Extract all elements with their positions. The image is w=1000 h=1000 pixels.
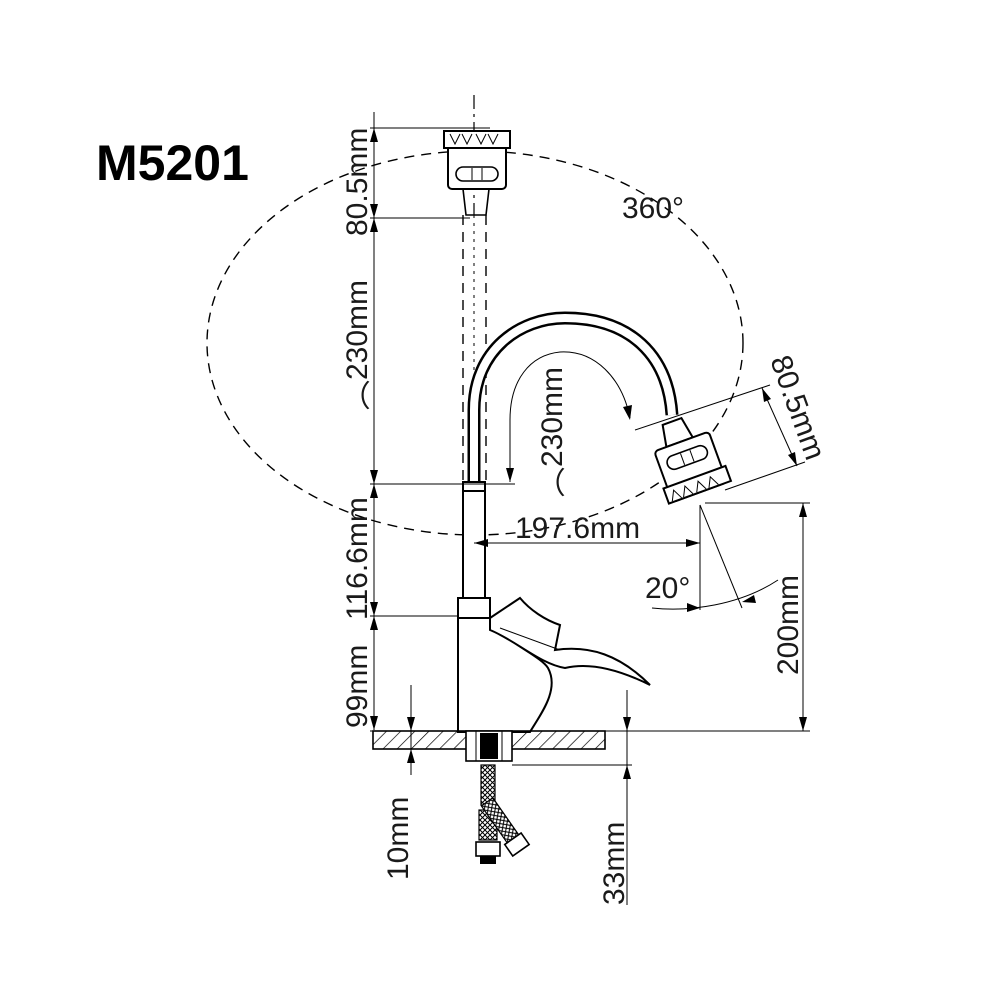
- dim-flex-length-vertical: ︵230mm: [341, 280, 374, 410]
- faucet-body: [457, 596, 651, 733]
- shank-length-dimension: [512, 690, 632, 905]
- flexible-hose: [467, 311, 679, 482]
- dim-body-height: 99mm: [341, 645, 374, 728]
- rotation-label: 360°: [622, 192, 684, 225]
- model-title: M5201: [96, 135, 249, 191]
- spout-height-dimension: [605, 502, 810, 732]
- dim-flex-length-curved: ︵230mm: [536, 367, 569, 497]
- upright-hose-phantom: [443, 130, 511, 485]
- curved-hose-dimension: [506, 351, 632, 482]
- supply-hoses: [475, 764, 531, 864]
- dim-reach: 197.6mm: [515, 512, 640, 545]
- dim-spout-height: 200mm: [772, 575, 805, 675]
- dim-head-height-tilted: 80.5mm: [763, 351, 831, 464]
- tilt-angle-dimension: [651, 504, 779, 612]
- dim-shank-length: 33mm: [598, 822, 631, 905]
- reach-dimension: [474, 505, 701, 610]
- tilted-head-dimension: [634, 384, 806, 491]
- left-dimension-chain: [370, 112, 515, 732]
- dim-head-height-top: 80.5mm: [341, 128, 374, 236]
- deck-thickness-dimension: [407, 685, 415, 775]
- dim-tube-height: 116.6mm: [341, 497, 374, 620]
- dim-deck-thickness: 10mm: [382, 797, 415, 880]
- mounting-shank: [465, 730, 513, 762]
- tilt-angle-label: 20°: [645, 572, 690, 605]
- tilted-spray-head: [654, 416, 733, 505]
- rigid-tube: [462, 481, 486, 599]
- upright-spray-head: [443, 130, 511, 216]
